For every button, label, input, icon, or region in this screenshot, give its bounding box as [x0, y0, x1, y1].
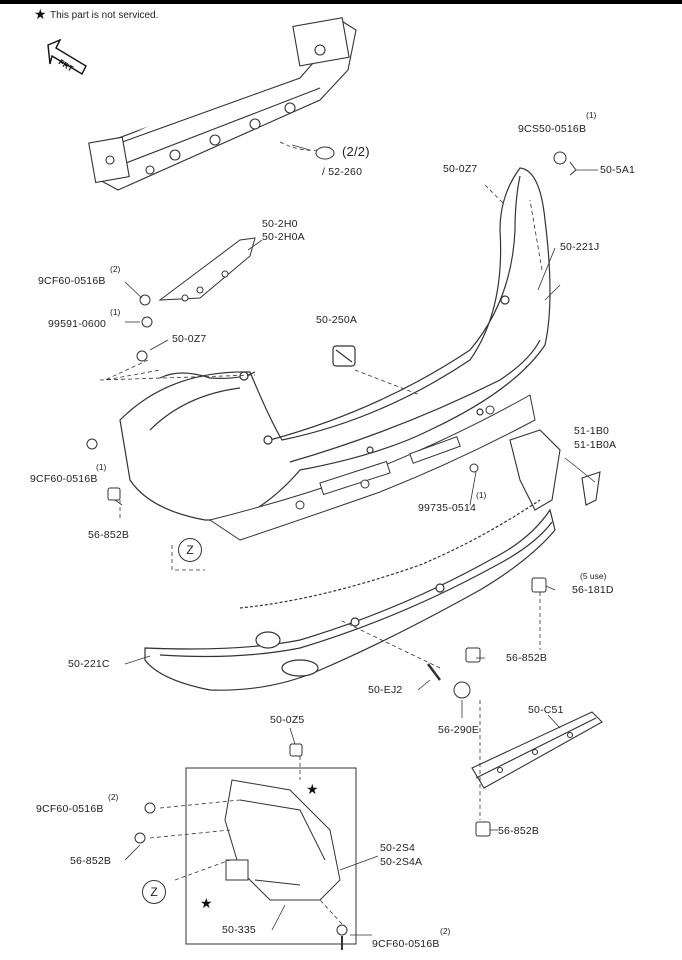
qty-56-181d: (5 use)	[580, 571, 607, 581]
qty-9cf60-lower: (2)	[108, 792, 119, 802]
front-arrow-icon	[47, 38, 87, 75]
label-9cf60-mid: 9CF60-0516B	[30, 473, 98, 485]
label-9cs50-0516b: 9CS50-0516B	[518, 123, 587, 135]
label-9cf60-upper: 9CF60-0516B	[38, 275, 106, 287]
label-99735-0514: 99735-0514	[418, 502, 477, 514]
star-icon: ★	[306, 781, 319, 797]
leader-lines	[99, 184, 543, 925]
label-56-181d: 56-181D	[572, 584, 614, 596]
label-52-260: / 52-260	[322, 166, 363, 178]
label-51-1b0a: 51-1B0A	[574, 439, 617, 451]
qty-99735: (1)	[476, 490, 487, 500]
label-50-221c: 50-221C	[68, 658, 110, 670]
label-50-c51: 50-C51	[528, 704, 564, 716]
leader-solids	[114, 144, 598, 936]
label-9cf60-bottom: 9CF60-0516B	[372, 938, 440, 950]
label-50-0z7-left: 50-0Z7	[172, 333, 207, 345]
star-icon: ★	[34, 6, 47, 22]
reinforcement-beam	[88, 17, 357, 191]
label-50-2h0: 50-2H0	[262, 218, 298, 230]
side-bracket	[158, 237, 256, 302]
label-50-0z7-top: 50-0Z7	[443, 163, 478, 175]
qty-9cf60-upper: (2)	[110, 264, 121, 274]
bumper-inner-structure	[208, 394, 536, 541]
label-50-335: 50-335	[222, 924, 256, 936]
lower-bumper-cover	[144, 499, 556, 691]
label-50-2s4: 50-2S4	[380, 842, 416, 854]
not-serviced-note: This part is not serviced.	[50, 10, 159, 21]
label-50-2h0a: 50-2H0A	[262, 231, 305, 243]
label-56-852b-mid: 56-852B	[506, 652, 548, 664]
star-icon: ★	[200, 895, 213, 911]
beam-ref-symbol	[315, 146, 335, 160]
top-border	[0, 0, 682, 4]
zoom-marker-lower: Z	[142, 880, 166, 904]
label-56-290e: 56-290E	[438, 724, 480, 736]
label-56-852b-bl: 56-852B	[70, 855, 112, 867]
label-99591-0600: 99591-0600	[48, 318, 107, 330]
fasteners	[86, 151, 577, 950]
mud-guard	[224, 779, 341, 901]
subassembly-ref: (2/2)	[342, 144, 370, 159]
leader-line	[279, 141, 319, 151]
label-50-5a1: 50-5A1	[600, 164, 636, 176]
clip-part	[332, 345, 356, 367]
detail-inset-frame	[185, 767, 357, 945]
label-50-250a: 50-250A	[316, 314, 358, 326]
label-50-ej2: 50-EJ2	[368, 684, 403, 696]
label-50-0z5: 50-0Z5	[270, 714, 305, 726]
qty-9cf60-bottom: (2)	[440, 926, 451, 936]
bumper-bracket	[509, 429, 601, 511]
lower-support-bar	[471, 711, 603, 789]
label-9cf60-lower: 9CF60-0516B	[36, 803, 104, 815]
qty-99591: (1)	[110, 307, 121, 317]
label-50-221j: 50-221J	[560, 241, 600, 253]
label-50-2s4a: 50-2S4A	[380, 856, 423, 868]
label-56-852b-left: 56-852B	[88, 529, 130, 541]
zoom-marker-upper: Z	[178, 538, 202, 562]
label-51-1b0: 51-1B0	[574, 425, 610, 437]
qty-9cs50: (1)	[586, 110, 597, 120]
rear-bumper-cover	[119, 167, 551, 521]
qty-9cf60-mid: (1)	[96, 462, 107, 472]
label-56-852b-br: 56-852B	[498, 825, 540, 837]
